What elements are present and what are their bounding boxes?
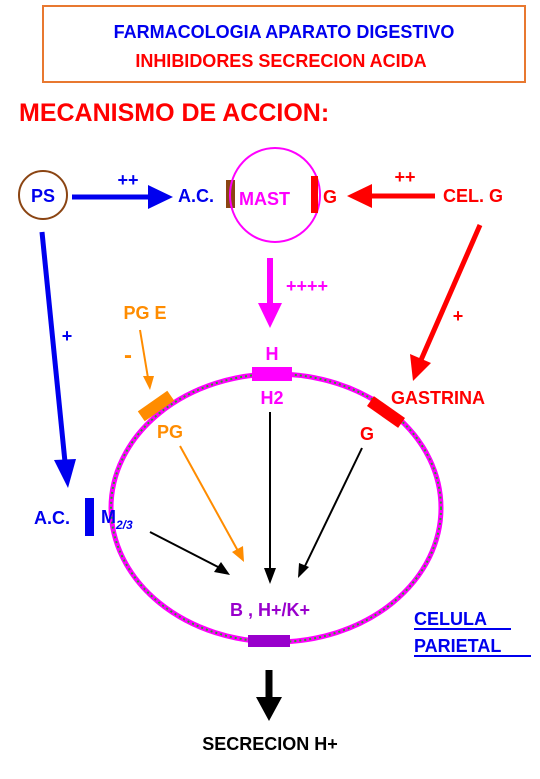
section-title: MECANISMO DE ACCION: [19,99,329,127]
g-to-pump-arrow [298,447,363,578]
header-subtitle: INHIBIDORES SECRECION ACIDA [135,51,426,71]
pump-receptor [248,635,290,647]
g-cell-label: G [360,424,374,444]
ps-to-ac-left-label: + [62,326,73,346]
pge-to-pg-label: - [124,342,132,369]
g-cell-receptor [366,396,406,428]
pg-label: PG [157,422,183,442]
gastrina-label: GASTRINA [391,388,485,408]
secretion-label: SECRECION H+ [202,734,338,754]
h2-to-pump-arrow [264,412,276,584]
ps-label: PS [31,186,55,206]
h-label: H [266,344,279,364]
celg-to-mast-arrow [347,184,435,208]
m23-to-pump-arrow [149,531,230,575]
ac-left-label: A.C. [34,508,70,528]
ps-to-ac-left-arrow [39,231,76,488]
secretion-arrow [256,670,282,721]
pump-label: B , H+/K+ [230,600,310,620]
mast-to-h-label: ++++ [286,276,328,296]
mast-g-label: G [323,187,337,207]
mast-to-h-arrow [258,258,282,328]
celula-label-line2: PARIETAL [414,636,501,656]
celula-label-line1: CELULA [414,609,487,629]
h2-label: H2 [260,388,283,408]
pge-to-pg-arrow [139,329,154,390]
ps-to-ac-arrow [72,185,173,209]
mast-label: MAST [239,189,290,209]
cel-g-label: CEL. G [443,186,503,206]
celg-to-gastrina-label: + [453,306,464,326]
m23-label: M2/3 [101,507,133,532]
mast-cell [229,147,321,243]
h2-receptor [252,367,292,381]
m23-receptor [85,498,94,536]
header-box [42,5,526,83]
header-title: FARMACOLOGIA APARATO DIGESTIVO [114,22,455,42]
pg-e-label: PG E [123,303,166,323]
celg-to-gastrina-arrow [410,223,483,381]
ps-node [18,170,68,220]
pg-to-pump-arrow [179,445,244,562]
ps-to-ac-label: ++ [117,170,138,190]
pg-receptor [137,390,175,422]
mast-g-receptor [311,176,318,213]
ac-top-label: A.C. [178,186,214,206]
celg-to-mast-label: ++ [394,167,415,187]
